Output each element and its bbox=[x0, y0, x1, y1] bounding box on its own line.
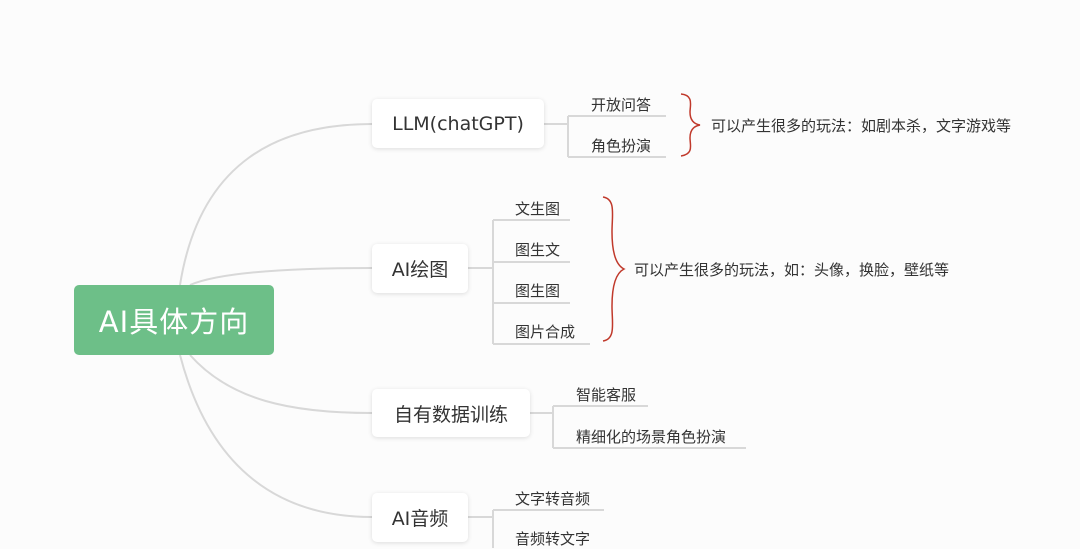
branch-ai-drawing-label: AI绘图 bbox=[391, 259, 449, 281]
branch-ai-audio-label: AI音频 bbox=[391, 508, 449, 530]
connector-root-llm bbox=[179, 123, 373, 286]
connector-root-ai-drawing bbox=[189, 267, 373, 286]
brace-ai-drawing bbox=[602, 196, 626, 342]
leaf-fine-grained-role-play[interactable]: 精细化的场景角色扮演 bbox=[576, 428, 727, 446]
leaf-smart-customer-service[interactable]: 智能客服 bbox=[576, 386, 637, 404]
brace-llm bbox=[680, 93, 701, 157]
connector-root-own-data bbox=[189, 354, 373, 414]
branch-llm-label: LLM(chatGPT) bbox=[392, 112, 524, 135]
branch-own-data-training[interactable]: 自有数据训练 bbox=[372, 389, 530, 437]
branch-llm[interactable]: LLM(chatGPT) bbox=[372, 99, 544, 148]
leaf-text-to-audio[interactable]: 文字转音频 bbox=[515, 490, 591, 508]
leaf-image-to-image[interactable]: 图生图 bbox=[515, 282, 561, 300]
leaf-audio-to-text[interactable]: 音频转文字 bbox=[515, 530, 591, 548]
leaf-role-play[interactable]: 角色扮演 bbox=[591, 137, 652, 155]
connector-root-ai-audio bbox=[179, 354, 373, 518]
leaf-image-compose[interactable]: 图片合成 bbox=[515, 323, 576, 341]
root-label: AI具体方向 bbox=[98, 305, 250, 339]
branch-ai-drawing[interactable]: AI绘图 bbox=[372, 244, 468, 293]
leaf-open-qa[interactable]: 开放问答 bbox=[591, 96, 652, 114]
note-llm: 可以产生很多的玩法：如剧本杀，文字游戏等 bbox=[711, 117, 1012, 135]
note-ai-drawing: 可以产生很多的玩法，如：头像，换脸，壁纸等 bbox=[634, 261, 950, 279]
leaf-image-to-text[interactable]: 图生文 bbox=[515, 241, 561, 259]
branch-own-data-training-label: 自有数据训练 bbox=[393, 403, 508, 426]
branch-ai-audio[interactable]: AI音频 bbox=[372, 493, 468, 542]
leaf-text-to-image[interactable]: 文生图 bbox=[515, 200, 561, 218]
root-node[interactable]: AI具体方向 bbox=[74, 285, 274, 355]
